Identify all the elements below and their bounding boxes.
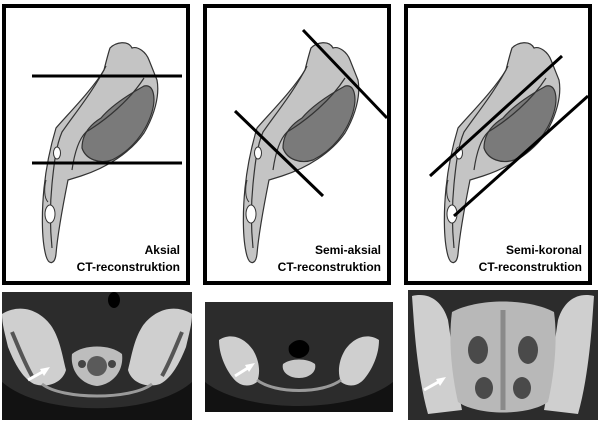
caption-axial: Aksial CT-reconstruktion — [77, 242, 180, 276]
ct-image-axial — [2, 292, 192, 420]
sacrum-diagram-semi-coronal — [428, 42, 588, 264]
panel-semi-coronal: Semi-koronal CT-reconstruktion — [404, 4, 592, 285]
ct-image-semi-coronal — [408, 290, 598, 420]
panel-axial: Aksial CT-reconstruktion — [2, 4, 190, 285]
cut-line-lower — [452, 94, 588, 218]
sacrum-shape — [242, 42, 360, 264]
cut-line-upper — [428, 54, 564, 178]
caption-line1: Semi-koronal — [505, 243, 582, 257]
sacrum-diagram-axial — [32, 42, 182, 264]
cut-line-upper — [301, 28, 387, 120]
caption-line1: Semi-aksial — [314, 243, 381, 257]
caption-line1: Aksial — [144, 243, 180, 257]
caption-line2: CT-reconstruktion — [478, 260, 582, 274]
caption-semi-coronal: Semi-koronal CT-reconstruktion — [479, 242, 582, 276]
sacrum-diagram-semi-axial — [233, 28, 387, 264]
panel-semi-axial: Semi-aksial CT-reconstruktion — [203, 4, 391, 285]
caption-line2: CT-reconstruktion — [76, 260, 180, 274]
caption-semi-axial: Semi-aksial CT-reconstruktion — [278, 242, 381, 276]
caption-line2: CT-reconstruktion — [277, 260, 381, 274]
ct-image-semi-axial — [205, 302, 393, 412]
cut-line-lower — [233, 109, 325, 198]
